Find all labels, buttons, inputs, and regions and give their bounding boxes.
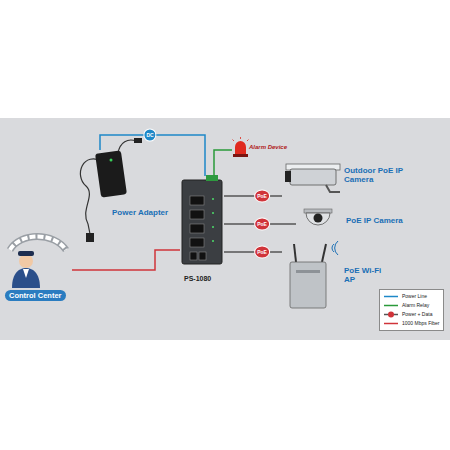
legend-sample <box>383 293 399 300</box>
dome-camera-icon <box>304 209 332 225</box>
power-adapter-node: Power Adapter <box>72 150 174 230</box>
node-label: PoE IP Camera <box>346 216 426 225</box>
control-center-icon <box>10 237 66 289</box>
legend-sample <box>383 320 399 327</box>
outdoor-camera-node: Outdoor PoE IP Camera <box>282 160 422 202</box>
legend-sample <box>383 311 399 318</box>
connector-line <box>72 250 180 270</box>
legend-sample <box>383 302 399 309</box>
background-panel <box>0 118 450 340</box>
edge-badge: PoE <box>254 246 270 259</box>
legend-text: 1000 Mbps Fiber <box>402 321 440 326</box>
power-adapter-icon <box>80 138 142 242</box>
legend-row: Alarm Relay <box>383 301 440 310</box>
connector-line <box>100 135 205 176</box>
edge-badge: PoE <box>254 190 270 203</box>
node-label: PoE Wi-Fi AP <box>344 266 382 284</box>
legend-text: Alarm Relay <box>402 303 429 308</box>
node-label: Outdoor PoE IP Camera <box>344 166 408 184</box>
legend-text: Power + Data <box>402 312 432 317</box>
legend-row: 1000 Mbps Fiber <box>383 319 440 328</box>
alarm-device-node: Alarm Device <box>232 138 304 162</box>
alarm-siren-icon <box>233 137 249 157</box>
dome-camera-node: PoE IP Camera <box>296 206 436 242</box>
switch-icon <box>182 175 222 264</box>
poe-switch-node: PS-1080 <box>180 176 224 290</box>
legend-row: Power Line <box>383 292 440 301</box>
outdoor-camera-icon <box>285 164 340 192</box>
legend-text: Power Line <box>402 294 427 299</box>
node-label: Alarm Device <box>249 144 287 151</box>
node-label: Control Center <box>5 290 66 301</box>
control-center-node: Control Center <box>4 228 72 308</box>
legend-box: Power LineAlarm RelayPower + Data 1000 Mb… <box>379 289 444 331</box>
connector-line <box>214 150 232 176</box>
node-label: Power Adapter <box>112 208 172 217</box>
edge-badge: PoE <box>254 218 270 231</box>
connector-line <box>224 251 282 253</box>
connector-line <box>224 195 282 197</box>
node-label: PS-1080 <box>184 275 211 283</box>
legend-row: Power + Data <box>383 310 440 319</box>
edge-badge: DC <box>143 129 156 142</box>
wifi-ap-icon <box>290 241 338 308</box>
